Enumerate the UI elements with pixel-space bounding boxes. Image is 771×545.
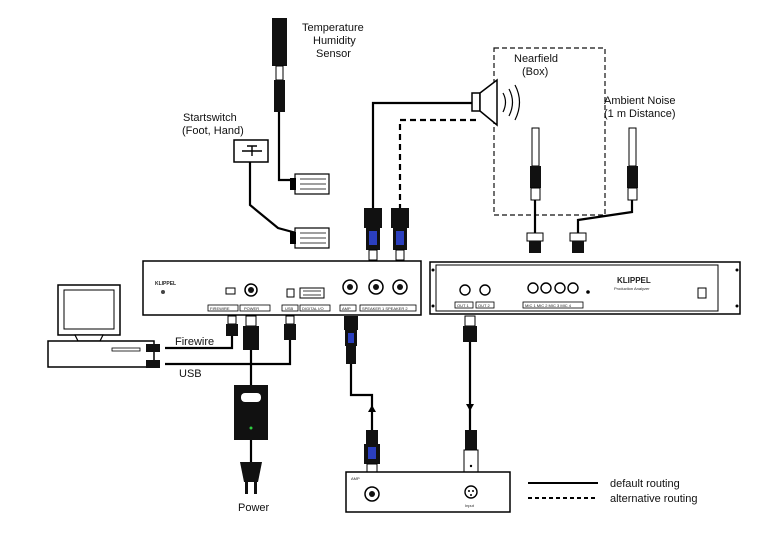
ambient-microphone-icon: [627, 127, 638, 201]
port-label-digital-io: DIGITAL I/O: [302, 306, 324, 311]
port-label-speakers: SPEAKER 1 SPEAKER 2: [362, 306, 408, 311]
left-unit-brand: KLIPPEL: [155, 281, 176, 287]
amp-input-plug-icon: [364, 430, 380, 473]
speaker-connector-2-icon: [391, 208, 409, 261]
arrow-down-icon: [466, 404, 474, 411]
firewire-plug-icon: [146, 344, 160, 352]
loudspeaker-icon: [471, 78, 521, 127]
speaker-cable-alternative: [398, 118, 480, 210]
sensor-connector-icon: [274, 80, 285, 112]
legend: default routing alternative routing: [528, 478, 697, 505]
ambient-label-line2: (1 m Distance): [604, 108, 676, 120]
nearfield-box: [493, 47, 606, 216]
port-label-usb: USB: [285, 306, 294, 311]
port-label-mics: MIC 1 MIC 2 MIC 3 MIC 4: [525, 303, 572, 308]
arrow-up-icon: [368, 405, 376, 412]
cables: [165, 101, 634, 462]
usb-cable: [165, 340, 292, 366]
startswitch-subd-connector-icon: [290, 227, 330, 249]
sensor-cable: [277, 112, 300, 182]
startswitch-cable: [248, 162, 301, 236]
port-label-out2: OUT 2: [478, 303, 490, 308]
port-label-firewire: FIREWIRE: [210, 306, 230, 311]
out-xlr-plug-icon: [463, 430, 479, 473]
main-unit-panel: KLIPPEL FIREWIRE POWER USB DIGITAL I/O A…: [142, 260, 422, 316]
power-label: Power: [238, 502, 270, 514]
amp-title: AMP: [351, 476, 360, 481]
usb-unit-plug-icon: [284, 315, 296, 340]
legend-default-label: default routing: [610, 478, 680, 490]
speaker-connector-1-icon: [364, 208, 382, 261]
speaker-cable-default: [371, 101, 480, 210]
power-plug-icon: [240, 462, 262, 494]
power-supply-icon: [234, 385, 268, 440]
firewire-unit-plug-icon: [226, 315, 238, 336]
nearfield-label-line2: (Box): [522, 66, 548, 78]
production-analyzer-panel: OUT 1 OUT 2 MIC 1 MIC 2 MIC 3 MIC 4 KLIP…: [429, 261, 741, 315]
ambient-label-line1: Ambient Noise: [604, 95, 676, 107]
amp-unit-plug-icon: [344, 316, 358, 364]
firewire-cable: [165, 335, 234, 350]
temperature-label-line1: Temperature: [302, 22, 364, 34]
mic2-bnc-connector-icon: [569, 232, 587, 253]
port-label-out1: OUT 1: [457, 303, 469, 308]
out-unit-plug-icon: [463, 315, 477, 342]
temperature-label-line2: Humidity: [313, 35, 356, 47]
nearfield-label-line1: Nearfield: [514, 53, 558, 65]
temperature-label-line3: Sensor: [316, 48, 351, 60]
temperature-sensor-icon: [272, 18, 287, 66]
right-unit-brand: KLIPPEL: [617, 276, 651, 285]
amp-cable: [349, 364, 374, 430]
sensor-plug-icon: [275, 65, 284, 81]
amp-input-label: Input: [465, 503, 475, 508]
sensor-subd-connector-icon: [290, 173, 330, 195]
nearfield-microphone-icon: [530, 127, 541, 201]
mic1-bnc-connector-icon: [526, 232, 544, 253]
usb-label: USB: [179, 368, 202, 380]
port-label-power: POWER: [244, 306, 259, 311]
startswitch-label-line2: (Foot, Hand): [182, 125, 244, 137]
usb-plug-icon: [146, 360, 160, 368]
amplifier-box: AMP Input: [345, 471, 511, 513]
firewire-label: Firewire: [175, 336, 214, 348]
port-label-amp: AMP: [342, 306, 351, 311]
computer-icon: [47, 284, 155, 368]
startswitch-label-line1: Startswitch: [183, 112, 237, 124]
right-unit-subtitle: Production Analyzer: [614, 286, 650, 291]
ambient-mic-cable: [576, 200, 634, 233]
legend-alternative-label: alternative routing: [610, 493, 697, 505]
power-unit-plug-icon: [243, 315, 259, 350]
